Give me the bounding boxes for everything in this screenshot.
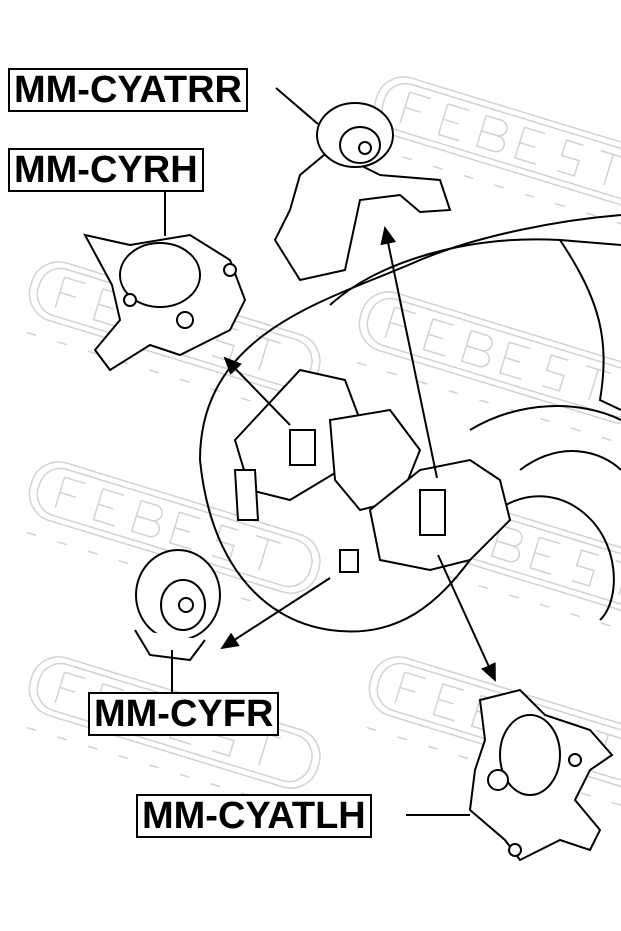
- label-mm-cyfr: MM-CYFR: [88, 692, 280, 736]
- engine-bay: [233, 368, 512, 573]
- arrow-to-cyatrr: [380, 226, 438, 479]
- mount-cyatrr-drawing: [273, 102, 452, 282]
- arrow-to-cyrh: [223, 356, 291, 426]
- label-mm-cyatrr: MM-CYATRR: [8, 68, 248, 112]
- label-mm-cyrh: MM-CYRH: [8, 148, 204, 192]
- mount-cyrh-drawing: [83, 233, 247, 372]
- arrow-to-cyfr: [220, 577, 331, 650]
- leader-cyatrr: [275, 87, 319, 125]
- mount-cyatlh-drawing: [468, 688, 614, 862]
- arrow-to-cyatlh: [437, 554, 496, 682]
- label-mm-cyatlh: MM-CYATLH: [136, 794, 372, 838]
- mount-cyfr-drawing: [134, 549, 221, 662]
- car-outline: [199, 214, 621, 633]
